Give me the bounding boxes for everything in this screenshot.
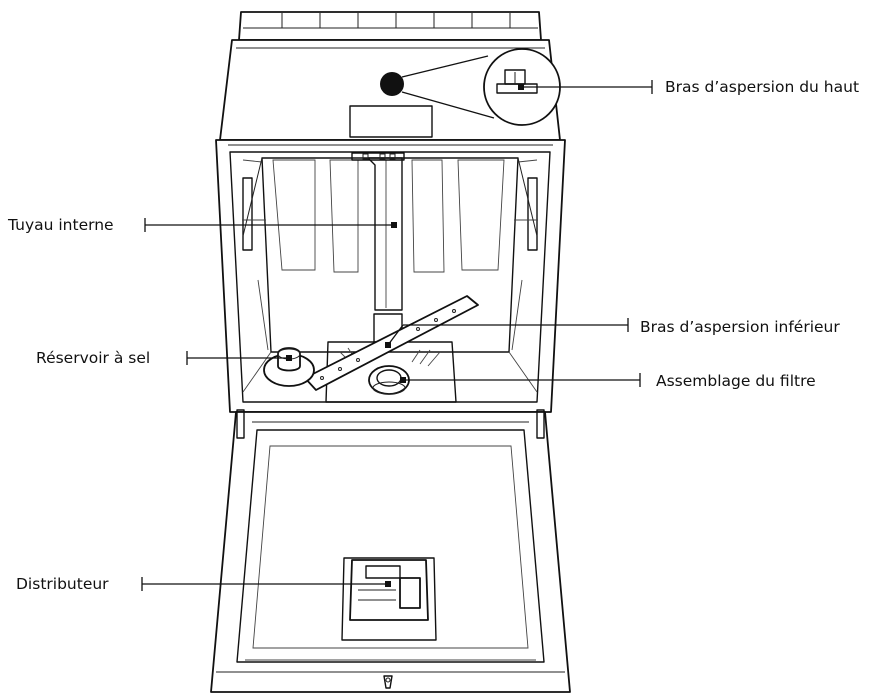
callout-lines [141, 80, 653, 591]
lower-spray-arm [304, 295, 479, 391]
label-lower-spray-arm: Bras d’aspersion inférieur [640, 318, 840, 336]
dishwasher-door [210, 409, 571, 693]
label-salt-reservoir: Réservoir à sel [36, 349, 150, 367]
dispenser [341, 557, 437, 641]
label-internal-pipe: Tuyau interne [7, 216, 114, 234]
tub-back-ribs [272, 159, 505, 273]
label-upper-spray-arm: Bras d’aspersion du haut [665, 78, 859, 96]
label-filter-assembly: Assemblage du filtre [656, 372, 816, 390]
dishwasher-tub-frame [215, 139, 566, 413]
label-dispenser: Distributeur [16, 575, 109, 593]
internal-pipe [351, 152, 405, 311]
